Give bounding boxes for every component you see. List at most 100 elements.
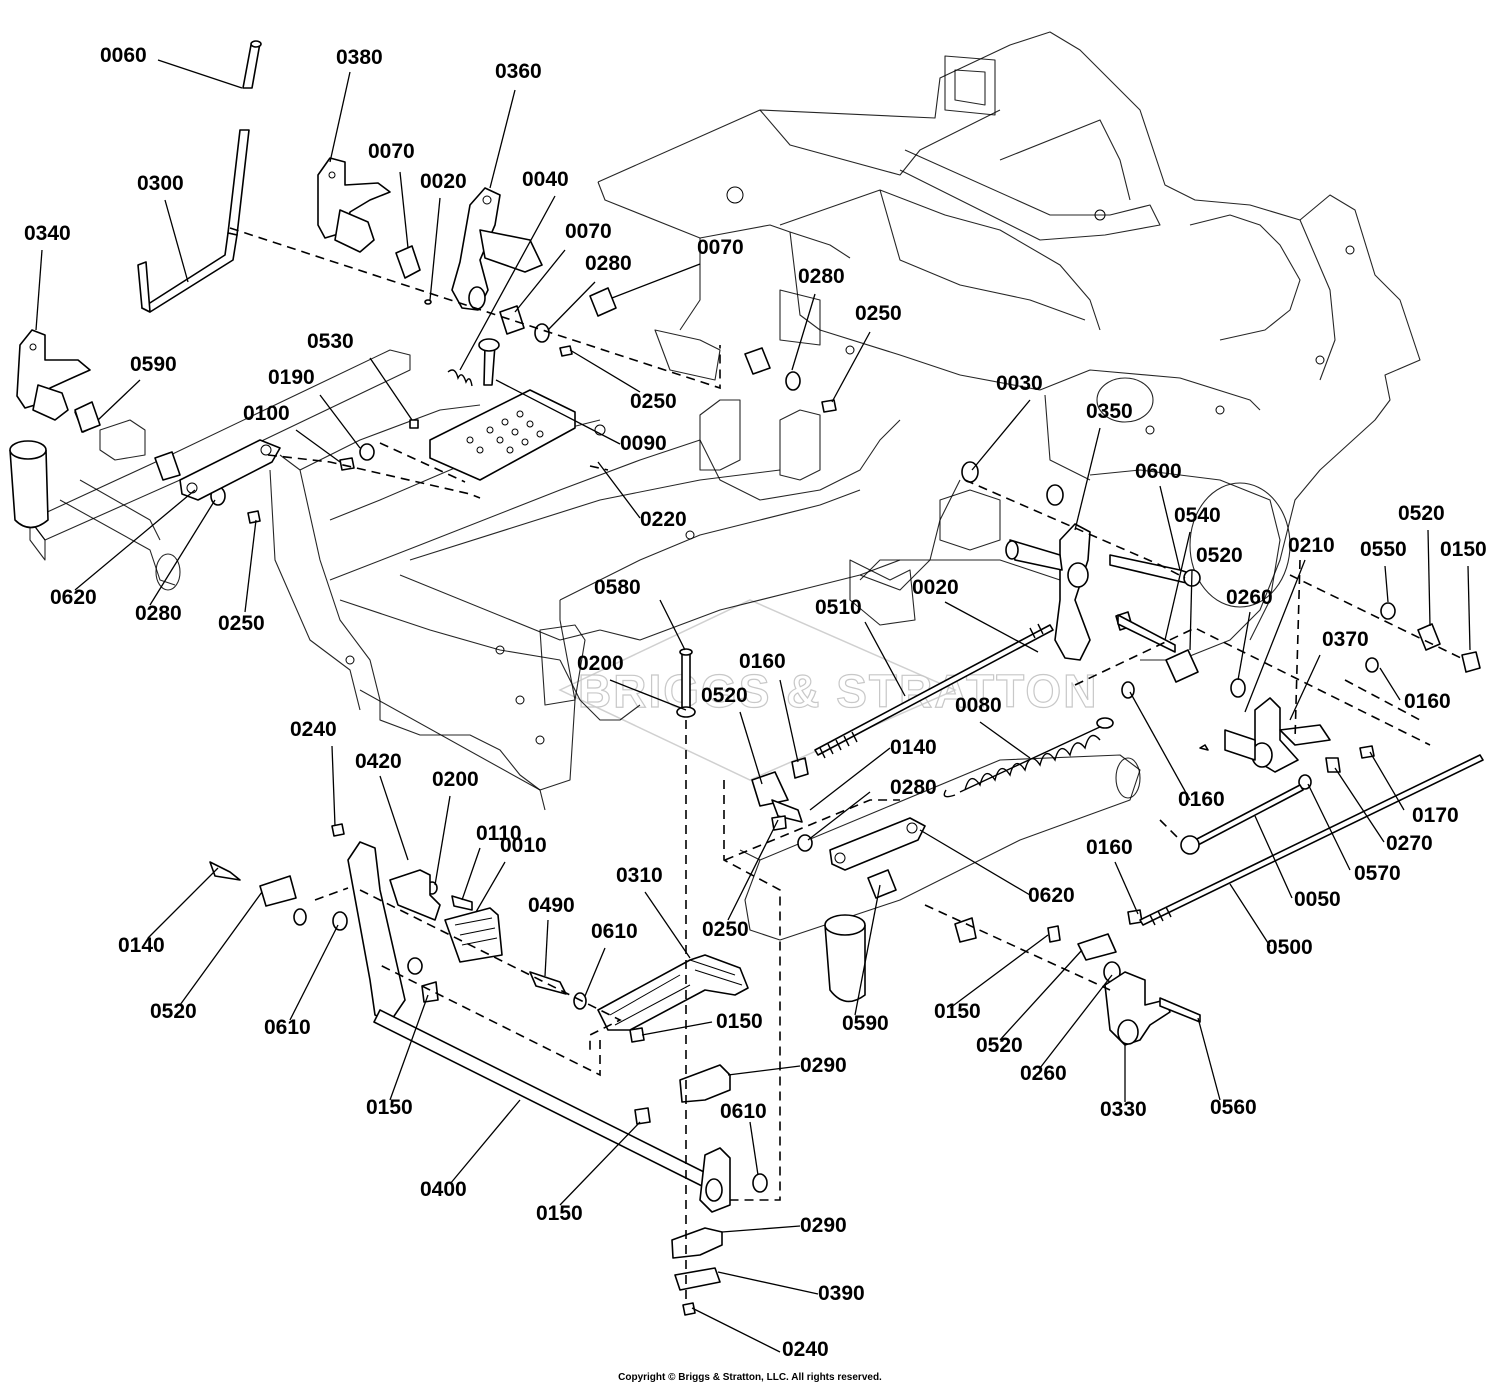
- callout-leader-0500: [1229, 883, 1271, 947]
- callout-label-0520: 0520: [150, 1000, 197, 1023]
- link-plates: [179, 439, 926, 871]
- callout-leader-0200: [609, 679, 687, 711]
- callout-label-0490: 0490: [528, 894, 575, 917]
- callout-label-0510: 0510: [815, 596, 862, 619]
- callout-leader-0020: [944, 601, 1039, 653]
- callout-leaders: [35, 59, 1471, 1353]
- callout-leader-0240: [331, 745, 336, 827]
- callout-label-0080: 0080: [955, 694, 1002, 717]
- callout-leader-0110: [461, 847, 481, 901]
- callout-label-0030: 0030: [996, 372, 1043, 395]
- callout-label-0020: 0020: [420, 170, 467, 193]
- callout-label-0300: 0300: [137, 172, 184, 195]
- callout-leader-0610: [289, 924, 339, 1021]
- spring-0080: [943, 717, 1114, 798]
- callout-leader-0340: [35, 249, 43, 331]
- adjust-plate: [429, 389, 576, 481]
- callout-leader-0250: [727, 819, 779, 921]
- callout-leader-0400: [449, 1099, 521, 1185]
- callout-leader-0150: [641, 1021, 713, 1036]
- callout-label-0200: 0200: [577, 652, 624, 675]
- callout-label-0070: 0070: [697, 236, 744, 259]
- callout-leader-0140: [809, 747, 891, 811]
- blocks-0290: [671, 1064, 731, 1291]
- lever-0360: [451, 187, 543, 311]
- callout-leader-0590: [97, 379, 141, 421]
- callout-label-0270: 0270: [1386, 832, 1433, 855]
- callout-label-0310: 0310: [616, 864, 663, 887]
- callout-leader-0030: [971, 399, 1031, 471]
- callout-leader-0390: [717, 1271, 819, 1295]
- callout-label-0370: 0370: [1322, 628, 1369, 651]
- callout-leader-0160: [1129, 691, 1191, 801]
- callout-leader-0280: [807, 791, 871, 841]
- callout-label-0520: 0520: [701, 684, 748, 707]
- callout-label-0280: 0280: [890, 776, 937, 799]
- callout-label-0590: 0590: [130, 353, 177, 376]
- callout-label-0530: 0530: [307, 330, 354, 353]
- left-bushings: [74, 401, 101, 433]
- callout-label-0280: 0280: [798, 265, 845, 288]
- callout-label-0520: 0520: [1196, 544, 1243, 567]
- callout-leader-0550: [1384, 565, 1389, 603]
- callout-label-0200: 0200: [432, 768, 479, 791]
- callout-label-0070: 0070: [368, 140, 415, 163]
- callout-label-0090: 0090: [620, 432, 667, 455]
- callout-label-0280: 0280: [585, 252, 632, 275]
- callout-leader-0250: [244, 519, 257, 613]
- callout-leader-0520: [999, 949, 1083, 1041]
- callout-label-0150: 0150: [536, 1202, 583, 1225]
- callout-leader-0060: [157, 59, 243, 89]
- callout-leader-0260: [1237, 611, 1251, 681]
- callout-label-0070: 0070: [565, 220, 612, 243]
- callout-label-0390: 0390: [818, 1282, 865, 1305]
- callout-label-0060: 0060: [100, 44, 147, 67]
- callout-label-0260: 0260: [1226, 586, 1273, 609]
- callout-leader-0290: [721, 1225, 801, 1233]
- callout-label-0160: 0160: [1404, 690, 1451, 713]
- callout-leader-0420: [379, 775, 409, 861]
- callout-label-0290: 0290: [800, 1054, 847, 1077]
- callout-leader-0240: [691, 1307, 781, 1353]
- callout-label-0600: 0600: [1135, 460, 1182, 483]
- watermark-text: BRIGGS & STRATTON: [578, 665, 1098, 717]
- callout-leader-0280: [791, 293, 816, 371]
- callout-label-0380: 0380: [336, 46, 383, 69]
- callout-label-0210: 0210: [1288, 534, 1335, 557]
- callout-leader-0160: [1114, 861, 1139, 915]
- callout-leader-0580: [659, 599, 686, 651]
- callout-label-0580: 0580: [594, 576, 641, 599]
- callout-label-0110: 0110: [476, 822, 522, 845]
- bracket-0380: [317, 157, 421, 279]
- callout-label-0330: 0330: [1100, 1098, 1147, 1121]
- callout-leader-0590: [854, 884, 881, 1016]
- callout-label-0610: 0610: [264, 1016, 311, 1039]
- handle-0060-0300: [137, 40, 262, 313]
- callout-label-0100: 0100: [243, 402, 290, 425]
- copyright-notice: Copyright © Briggs & Stratton, LLC. All …: [618, 1372, 882, 1383]
- callout-leader-0190: [319, 394, 361, 449]
- callout-label-0500: 0500: [1266, 936, 1313, 959]
- callout-leader-0210: [1244, 559, 1306, 713]
- callout-leader-0270: [1334, 767, 1385, 843]
- callout-leader-0090: [495, 379, 621, 445]
- callout-label-0250: 0250: [855, 302, 902, 325]
- callout-label-0140: 0140: [890, 736, 937, 759]
- callout-label-0240: 0240: [290, 718, 337, 741]
- callout-leader-0070: [399, 171, 409, 249]
- callout-leader-0020: [429, 197, 441, 301]
- callout-leader-0250: [569, 349, 641, 393]
- mower-frame: [9, 31, 1421, 1003]
- callout-leader-0300: [164, 199, 189, 283]
- callout-leader-0070: [611, 263, 701, 299]
- callout-leader-0520: [179, 891, 263, 1006]
- callout-label-0150: 0150: [366, 1096, 413, 1119]
- callout-leader-0200: [434, 795, 451, 886]
- callout-leader-0570: [1307, 783, 1351, 871]
- callout-leader-0620: [919, 829, 1031, 896]
- callout-label-0570: 0570: [1354, 862, 1401, 885]
- callout-leader-0610: [749, 1121, 759, 1176]
- callout-leader-0560: [1197, 1017, 1221, 1101]
- callout-label-0150: 0150: [934, 1000, 981, 1023]
